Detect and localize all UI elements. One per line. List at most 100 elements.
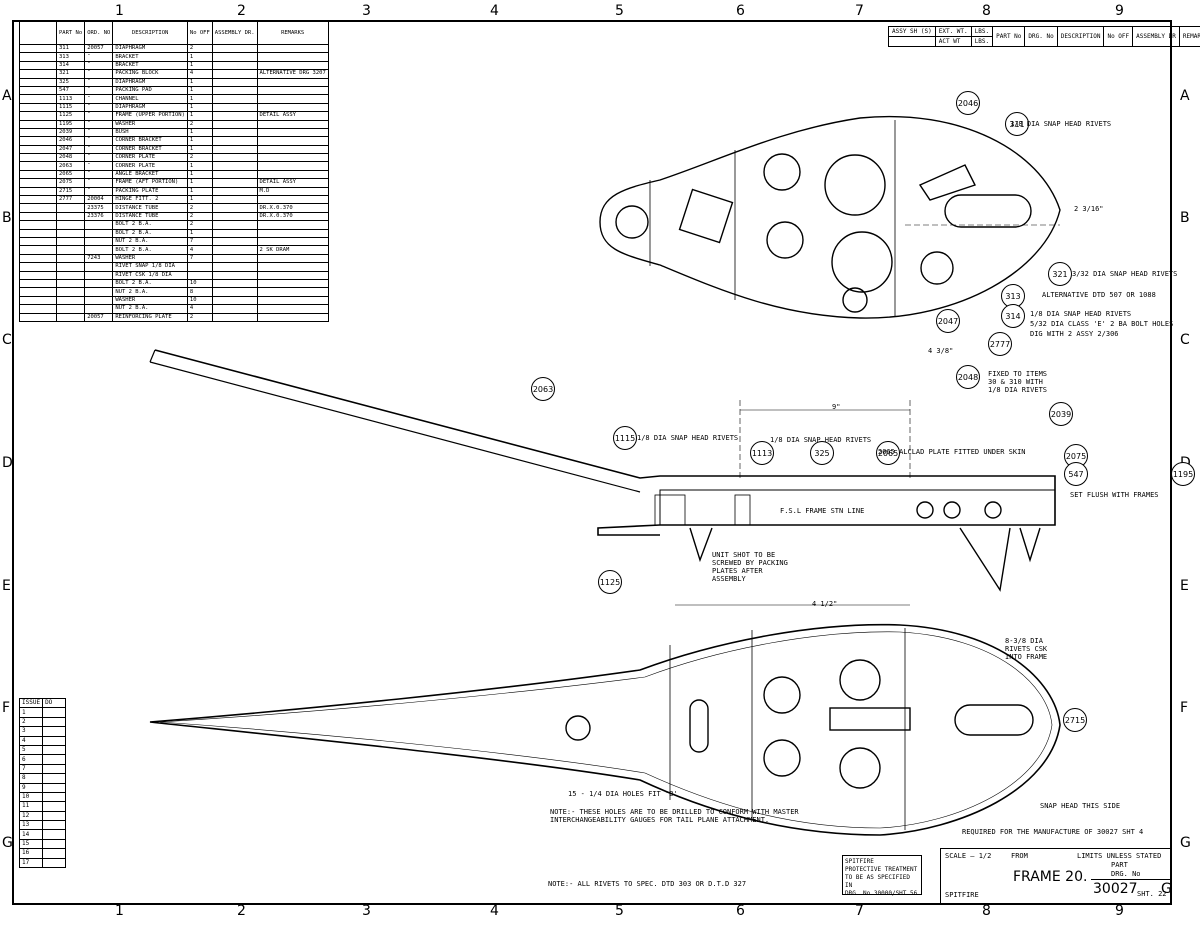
scale-label: SCALE – 1/2	[945, 852, 992, 860]
revision-row-1: ASSY SH (S) EXT. WT. LBS. PART No DRG. N…	[888, 26, 1200, 47]
note-snap-head: SNAP HEAD THIS SIDE	[1040, 802, 1121, 810]
limits-label: LIMITS UNLESS STATED	[1077, 852, 1162, 860]
rev-remarks: REMARKS	[1178, 26, 1200, 47]
bottom-view-slot	[954, 704, 1034, 736]
callout-2039: 2039	[1049, 402, 1073, 426]
rev-lbs-2: LBS.	[970, 36, 994, 47]
parts-header-no-off: No OFF	[186, 21, 213, 45]
issue-cell-do	[42, 857, 67, 869]
callout-2046: 2046	[956, 91, 980, 115]
zone-row-left-E: E	[2, 578, 11, 594]
note-frame-stn-line: F.S.L FRAME STN LINE	[780, 507, 865, 515]
top-view-slot	[944, 194, 1032, 228]
revision-table: ASSY SH (S) EXT. WT. LBS. PART No DRG. N…	[888, 26, 1200, 47]
drawing-number-box: 30027 SHT. 22 G	[1091, 879, 1172, 905]
note-set-flush: SET FLUSH WITH FRAMES	[1070, 491, 1159, 499]
parts-list-table: PART No ORD. NO DESCRIPTION No OFF ASSEM…	[19, 21, 329, 322]
note-314-rivets: 1/8 DIA SNAP HEAD RIVETS	[1030, 310, 1132, 318]
zone-col-top-5: 5	[615, 3, 624, 19]
sheet-number: SHT. 22	[1137, 890, 1167, 898]
zone-row-right-B: B	[1180, 210, 1190, 226]
side-view-diaphragm-1	[654, 494, 686, 526]
zone-col-top-7: 7	[855, 3, 864, 19]
parts-cell-remarks	[256, 312, 329, 322]
drawing-border	[12, 20, 1172, 905]
top-view-outline	[599, 115, 1061, 319]
zone-col-top-6: 6	[736, 3, 745, 19]
note-holes-fit: 15 - 1/4 DIA HOLES FIT 'B'	[568, 790, 678, 798]
protective-line-2: PROTECTIVE TREATMENT	[845, 866, 918, 873]
zone-col-top-8: 8	[982, 3, 991, 19]
protective-line-3: TO BE AS SPECIFIED IN	[845, 874, 911, 889]
zone-col-bottom-3: 3	[362, 903, 371, 919]
zone-row-right-G: G	[1180, 835, 1191, 851]
zone-col-bottom-2: 2	[237, 903, 246, 919]
bottom-view-hole-2	[763, 676, 801, 714]
dim-9: 9"	[832, 403, 841, 411]
parts-header-remarks: REMARKS	[256, 21, 329, 45]
zone-row-right-F: F	[1180, 700, 1189, 716]
note-314-bolt-holes: 5/32 DIA CLASS 'E' 2 BA BOLT HOLES	[1030, 320, 1174, 328]
side-view-web	[659, 489, 1056, 526]
zone-row-left-D: D	[2, 455, 13, 471]
zone-row-left-F: F	[2, 700, 11, 716]
issue-row: 17	[18, 857, 67, 869]
zone-row-left-A: A	[2, 88, 12, 104]
note-holes-drilled: NOTE:- THESE HOLES ARE TO BE DRILLED TO …	[550, 808, 799, 824]
top-view-hole-6	[920, 251, 954, 285]
zone-col-top-2: 2	[237, 3, 246, 19]
callout-325: 325	[810, 441, 834, 465]
callout-2047: 2047	[936, 309, 960, 333]
top-view-hole-3	[824, 154, 886, 216]
protective-line-4: DRG. No 30000/SHT.56	[845, 890, 918, 897]
side-view-hole-1	[916, 501, 934, 519]
top-view-bracket	[678, 188, 734, 244]
side-view-lug-1	[689, 527, 713, 563]
zone-col-bottom-5: 5	[615, 903, 624, 919]
parts-header-assy: ASSEMBLY DR.	[211, 21, 258, 45]
protective-line-1: SPITFIRE	[845, 858, 874, 865]
zone-row-left-B: B	[2, 210, 12, 226]
parts-cell-ord-no: 20057	[84, 312, 114, 322]
title-block: SCALE – 1/2 FROM LIMITS UNLESS STATED SP…	[940, 848, 1172, 905]
note-1115-rivets: 1/8 DIA SNAP HEAD RIVETS	[637, 434, 739, 442]
zone-col-bottom-6: 6	[736, 903, 745, 919]
zone-col-bottom-1: 1	[115, 903, 124, 919]
side-view-hole-3	[984, 501, 1002, 519]
side-view-lug-2	[959, 527, 1011, 592]
top-view-hole-7	[842, 287, 868, 313]
note-321-rivets: 3/32 DIA SNAP HEAD RIVETS	[1072, 270, 1178, 278]
callout-2048: 2048	[956, 365, 980, 389]
top-view-hole-1	[615, 205, 649, 239]
callout-2715: 2715	[1063, 708, 1087, 732]
rev-drg-no: DRG. No	[1024, 26, 1058, 47]
zone-col-bottom-4: 4	[490, 903, 499, 919]
note-alternative: ALTERNATIVE DTD 507 OR 1088	[1042, 291, 1156, 299]
protective-treatment-box: SPITFIRE PROTECTIVE TREATMENT TO BE AS S…	[842, 855, 922, 897]
bottom-view-hole-4	[763, 739, 801, 777]
note-311-rivets: 1/8 DIA SNAP HEAD RIVETS	[1010, 120, 1112, 128]
bottom-view-plate	[829, 707, 911, 731]
zone-col-top-4: 4	[490, 3, 499, 19]
top-view-hole-2	[763, 153, 801, 191]
callout-547: 547	[1064, 462, 1088, 486]
rev-part-no: PART No	[992, 26, 1026, 47]
bottom-view-outline	[149, 623, 1061, 836]
side-view-diaphragm-2	[734, 494, 751, 526]
side-view-lug-3	[1019, 527, 1041, 563]
zone-row-left-C: C	[2, 332, 12, 348]
zone-row-right-E: E	[1180, 578, 1189, 594]
top-view-cutout	[918, 164, 976, 201]
bottom-view-hole-3	[839, 659, 881, 701]
note-all-rivets: NOTE:- ALL RIVETS TO SPEC. DTD 303 OR D.…	[548, 880, 747, 888]
note-314-drg: DIG WITH 2 ASSY 2/306	[1030, 330, 1119, 338]
callout-1113: 1113	[750, 441, 774, 465]
callout-2063: 2063	[531, 377, 555, 401]
note-2048-fixed: FIXED TO ITEMS 30 & 310 WITH 1/8 DIA RIV…	[988, 370, 1048, 394]
issue-letter: G	[1161, 881, 1172, 897]
